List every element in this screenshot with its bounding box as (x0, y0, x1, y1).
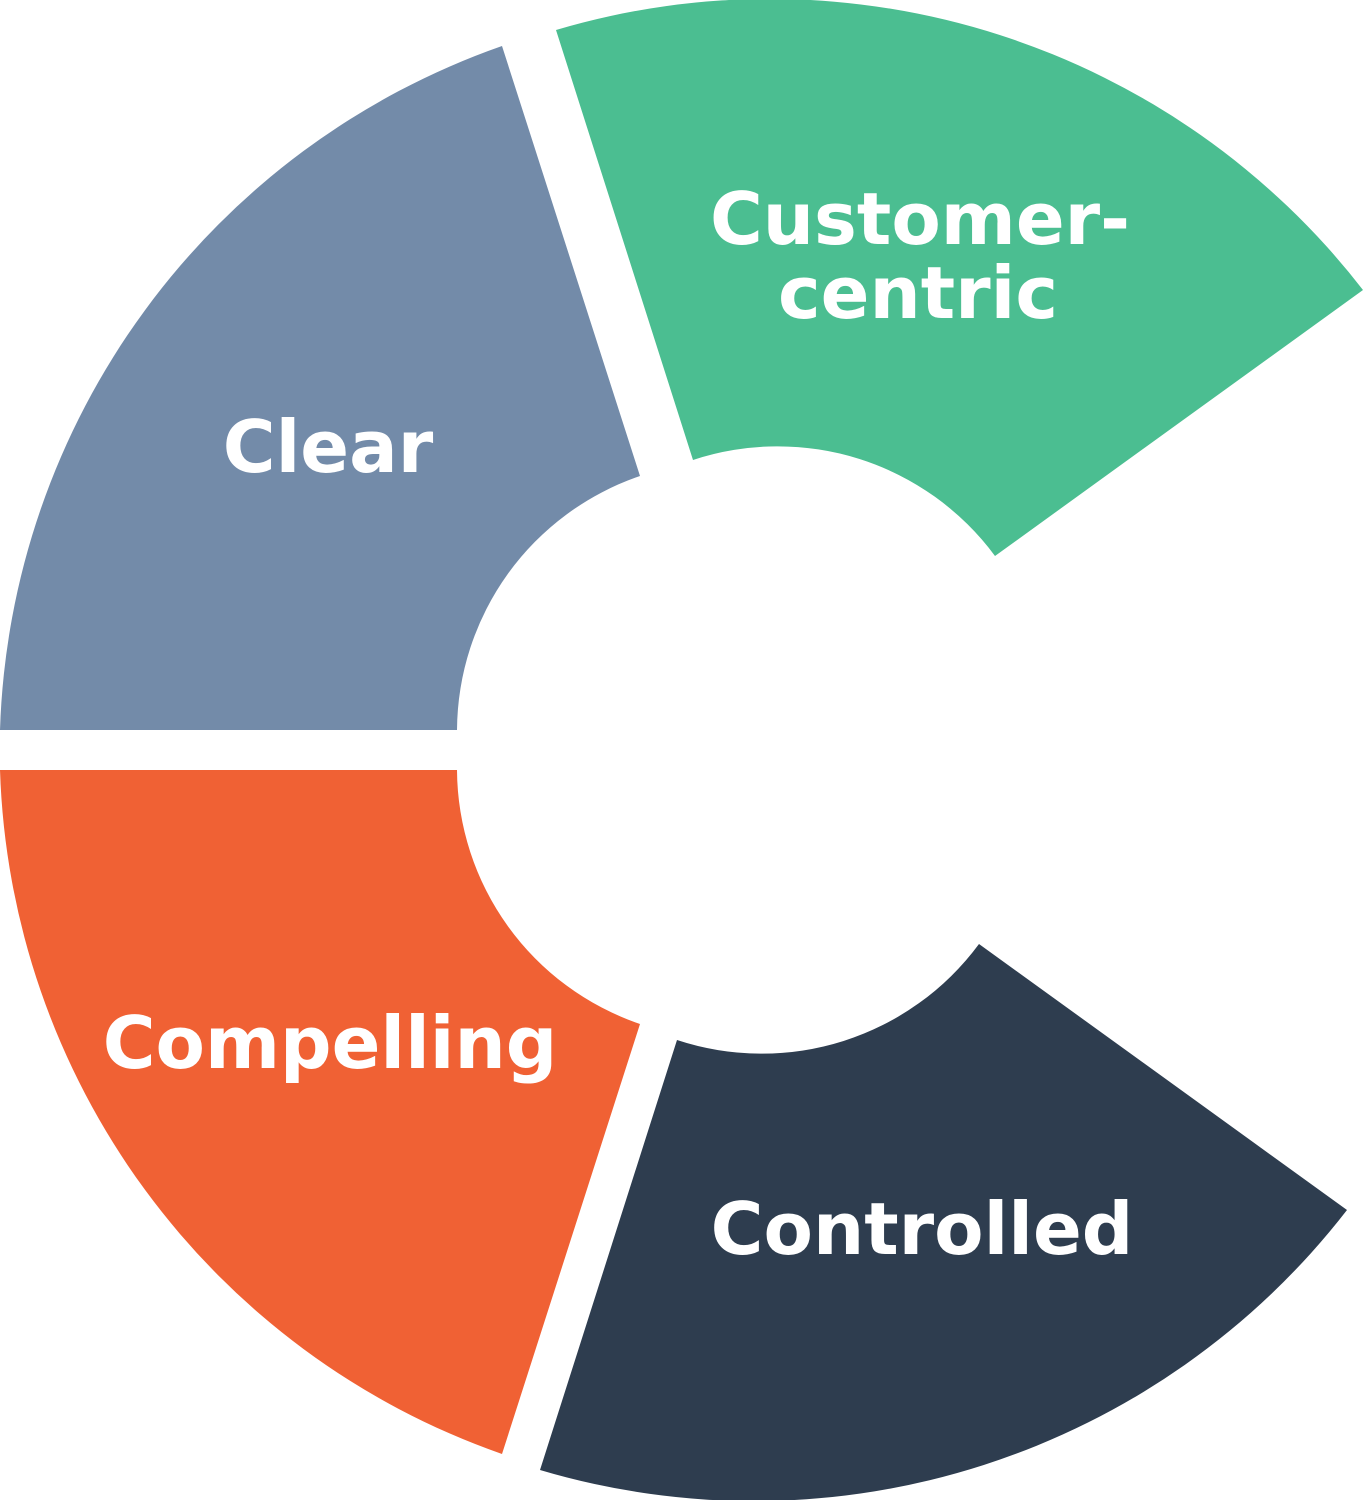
segment-label-clear: Clear (223, 405, 434, 489)
segment-label-customer-centric-line2: centric (778, 251, 1058, 335)
segment-controlled (540, 944, 1347, 1500)
segment-compelling (0, 770, 640, 1454)
segment-clear (0, 46, 640, 730)
segment-customer-centric (556, 0, 1363, 556)
segment-label-controlled: Controlled (711, 1187, 1134, 1271)
segment-label-customer-centric-line1: Customer- (710, 177, 1130, 261)
segment-label-compelling: Compelling (103, 1001, 558, 1085)
